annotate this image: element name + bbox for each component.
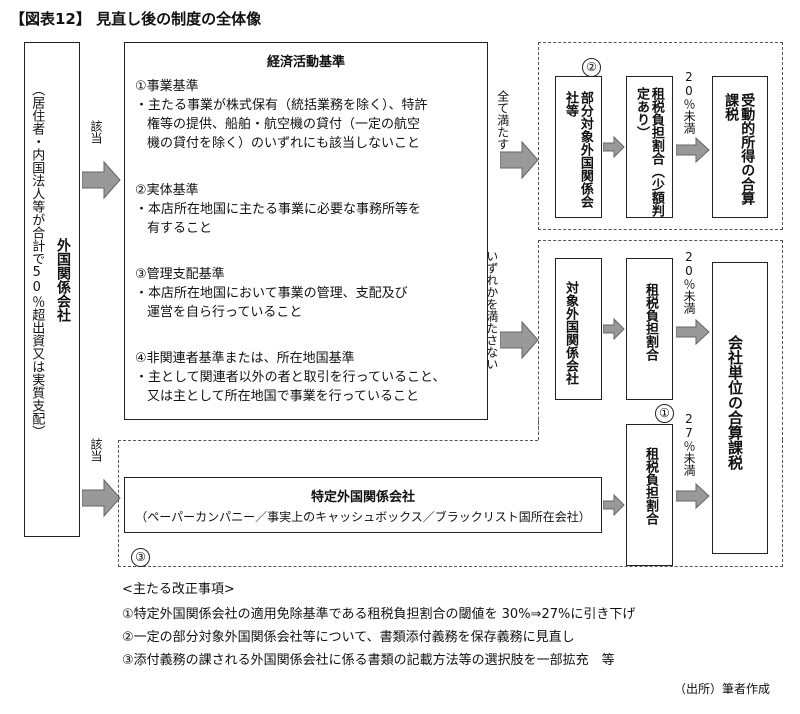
all-satisfied-label: 全て満たす: [495, 90, 510, 150]
arrow-applies-bottom: [82, 478, 121, 518]
economic-activity-criteria-box: 経済活動基準 ①事業基準 ・主たる事業が株式保有（統括業務を除く）、特許 権等の…: [124, 42, 488, 420]
foreign-affiliate-label: 外国関係会社: [55, 238, 71, 322]
partial-target-company-box: 部分対象外国関係会社等: [555, 76, 602, 218]
applies-bottom-label: 該当: [89, 438, 103, 462]
criteria-item: ③管理支配基準 ・本店所在地国において事業の管理、支配及び 運営を自ら行っている…: [135, 265, 408, 322]
target-zone: [538, 240, 783, 440]
figure-title: 【図表12】 見直し後の制度の全体像: [10, 10, 262, 28]
target-company-label: 対象外国関係会社: [562, 281, 578, 385]
circle-1-marker: ①: [655, 404, 674, 423]
arrow-all-satisfied: [500, 140, 539, 180]
arrow-partial-to-rate: [603, 136, 625, 158]
specific-subtitle: （ペーパーカンパニー／事実上のキャッシュボックス／ブラックリスト国所在会社）: [135, 510, 591, 524]
rate-bottom-label: 27％未満: [682, 412, 696, 476]
arrow-any-not-satisfied: [500, 320, 539, 360]
criteria-line: 権等の提供、船舶・航空機の貸付（一定の航空: [147, 117, 421, 132]
criteria-item: ②実体基準 ・本店所在地国に主たる事業に必要な事務所等を 有すること: [135, 181, 421, 238]
rate-middle-label: 20％未満: [682, 250, 696, 314]
partial-rate-box: 租税負担割合（少額判定あり）: [626, 76, 673, 218]
arrow-specific-to-rate: [603, 494, 625, 516]
specific-zone-top-edge: [118, 440, 538, 441]
note-item: ①特定外国関係会社の適用免除基準である租税負担割合の閾値を 30%⇒27%に引き…: [122, 607, 636, 622]
applies-top-label: 該当: [89, 120, 103, 144]
source-note: （出所）筆者作成: [673, 682, 770, 696]
arrow-applies-top: [82, 160, 121, 200]
circle-2-marker: ②: [582, 58, 601, 77]
specific-foreign-affiliate-box: 特定外国関係会社 （ペーパーカンパニー／事実上のキャッシュボックス／ブラックリス…: [124, 477, 602, 533]
notes-list: ①特定外国関係会社の適用免除基準である租税負担割合の閾値を 30%⇒27%に引き…: [122, 603, 635, 672]
criteria-line: ・本店所在地国に主たる事業に必要な事務所等を: [135, 202, 422, 217]
arrow-target-to-rate: [603, 318, 625, 340]
partial-rate-label: 租税負担割合（少額判定あり）: [633, 87, 664, 217]
criteria-line: 又は主として所在地国で事業を行っていること: [147, 389, 419, 404]
partial-target-company-label: 部分対象外国関係会社等: [562, 91, 593, 208]
specific-rate-box: 租税負担割合: [626, 424, 673, 566]
passive-income-taxation-label: 受動的所得の合算課税: [723, 93, 756, 205]
arrow-partial-to-result: [676, 136, 710, 164]
criteria-line: ・本店所在地国において事業の管理、支配及び: [135, 286, 408, 301]
criteria-title: 経済活動基準: [266, 55, 345, 70]
partial-target-zone: [538, 42, 783, 230]
arrow-specific-to-company-unit: [676, 482, 710, 510]
criteria-item: ①事業基準 ・主たる事業が株式保有（統括業務を除く）、特許 権等の提供、船舶・航…: [135, 77, 428, 153]
foreign-affiliate-box: 外国関係会社 （居住者・内国法人等が合計で50％超出資又は実質支配）: [24, 42, 80, 537]
criteria-line: 有すること: [147, 221, 213, 236]
note-item: ③添付義務の課される外国関係会社に係る書類の記載方法等の選択肢を一部拡充 等: [122, 653, 615, 668]
passive-income-taxation-box: 受動的所得の合算課税: [712, 76, 768, 218]
criteria-heading: ①事業基準: [135, 79, 199, 94]
target-rate-label: 租税負担割合: [643, 283, 658, 361]
zone-connector: [538, 420, 539, 440]
foreign-affiliate-sublabel: （居住者・内国法人等が合計で50％超出資又は実質支配）: [29, 83, 45, 438]
arrow-target-to-company-unit: [676, 318, 710, 346]
criteria-line: 運営を自ら行っていること: [147, 305, 303, 320]
criteria-heading: ②実体基準: [135, 183, 199, 198]
specific-title: 特定外国関係会社: [310, 490, 415, 505]
criteria-line: ・主として関連者以外の者と取引を行っていること、: [135, 370, 446, 385]
company-unit-taxation-label: 会社単位の合算課税: [726, 335, 744, 470]
criteria-item: ④非関連者基準または、所在地国基準 ・主として関連者以外の者と取引を行っているこ…: [135, 349, 445, 406]
circle-3-marker: ③: [131, 548, 150, 567]
criteria-line: ・主たる事業が株式保有（統括業務を除く）、特許: [135, 98, 428, 113]
criteria-heading: ④非関連者基準または、所在地国基準: [135, 351, 355, 366]
criteria-heading: ③管理支配基準: [135, 267, 225, 282]
notes-heading: <主たる改正事項>: [122, 582, 235, 597]
specific-rate-label: 租税負担割合: [643, 447, 658, 525]
company-unit-taxation-box: 会社単位の合算課税: [712, 262, 768, 554]
any-not-satisfied-label: いずれかを満たさない: [484, 250, 499, 370]
specific-zone: [118, 440, 783, 567]
note-item: ②一定の部分対象外国関係会社等について、書類添付義務を保存義務に見直し: [122, 630, 575, 645]
criteria-line: 機の貸付を除く）のいずれにも該当しないこと: [147, 136, 421, 151]
rate-top-label: 20％未満: [682, 70, 696, 134]
target-company-box: 対象外国関係会社: [555, 258, 602, 400]
target-rate-box: 租税負担割合: [626, 258, 673, 400]
